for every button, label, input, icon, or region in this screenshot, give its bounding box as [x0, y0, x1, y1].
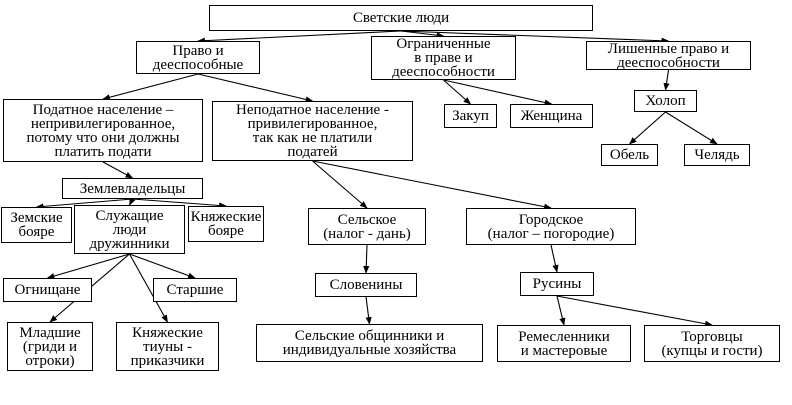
node-obel: Обель	[601, 144, 658, 166]
node-label: Княжеские бояре	[190, 209, 262, 239]
connector-pravo-to-nepodatnoe	[197, 73, 314, 103]
connector-zemlevl-to-sluzhashchie	[129, 197, 136, 206]
node-ogranichennye: Ограниченные в праве и дееспособности	[371, 36, 516, 80]
connector-nepodatnoe-to-selskoe	[312, 160, 368, 209]
connector-pravo-to-podatnoe	[102, 73, 199, 101]
connector-svetskie-to-lishen	[400, 30, 670, 44]
connector-sluzhashchie-to-tiuny	[129, 253, 168, 323]
connector-ogran-to-zakup	[443, 79, 472, 105]
node-label: Городское (налог – погородие)	[487, 211, 615, 242]
node-zhenshchina: Женщина	[510, 104, 593, 128]
node-podatnoe-naselenie: Податное население – непривилегированное…	[3, 99, 203, 162]
node-label: Словенины	[329, 277, 403, 293]
connector-sloveniny-to-obshchinniki	[365, 296, 372, 325]
node-label: Старшие	[166, 282, 224, 298]
connector-podatnoe-to-zemlevl	[102, 161, 134, 179]
node-label: Огнищане	[14, 282, 81, 298]
connector-selskoe-to-sloveniny	[363, 244, 370, 274]
node-label: Торговцы (купцы и гости)	[661, 328, 763, 359]
connector-svetskie-to-pravo	[197, 30, 402, 44]
node-label: Сельские общинники и индивидуальные хозя…	[282, 328, 457, 358]
connector-holop-to-obel	[628, 111, 666, 145]
node-label: Холоп	[645, 93, 686, 109]
connector-zemlevl-to-knyazheskie_boyare	[132, 198, 227, 209]
node-svetskie-lyudi: Светские люди	[209, 5, 593, 31]
node-zakup: Закуп	[444, 104, 497, 128]
node-lishennye: Лишенные право и дееспособности	[586, 41, 751, 70]
node-label: Младшие (гриди и отроки)	[19, 324, 81, 369]
node-label: Закуп	[452, 108, 489, 124]
connector-gorodskoe-to-rusiny	[550, 244, 559, 273]
node-holop: Холоп	[634, 90, 697, 112]
node-gorodskoe: Городское (налог – погородие)	[466, 208, 636, 245]
node-selskie-obshchinniki: Сельские общинники и индивидуальные хозя…	[256, 324, 483, 362]
node-label: Светские люди	[352, 10, 450, 26]
node-knyazheskie-tiuny: Княжеские тиуны - приказчики	[116, 322, 219, 371]
connector-holop-to-chelyad	[665, 111, 718, 145]
node-label: Сельское (налог - дань)	[323, 211, 411, 242]
node-label: Право и дееспособные	[152, 42, 244, 73]
node-label: Служащие люди дружинники	[89, 207, 170, 252]
connector-svetskie-to-ogran	[400, 30, 445, 39]
node-label: Лишенные право и дееспособности	[607, 41, 730, 70]
node-sluzhashchie-druzhinniki: Служащие люди дружинники	[74, 205, 185, 254]
node-label: Податное население – непривилегированное…	[26, 101, 180, 160]
node-label: Женщина	[520, 108, 583, 124]
connector-nepodatnoe-to-gorodskoe	[312, 160, 552, 210]
node-pravo-i-deesposobnye: Право и дееспособные	[136, 41, 260, 74]
connector-rusiny-to-torgovtsy	[556, 295, 713, 327]
node-label: Ограниченные в праве и дееспособности	[392, 36, 495, 80]
connector-rusiny-to-remeslenniki	[556, 295, 566, 326]
node-nepodatnoe-naselenie: Неподатное население - привилегированное…	[212, 101, 413, 161]
node-remeslenniki: Ремесленники и мастеровые	[497, 325, 631, 362]
node-selskoe: Сельское (налог - дань)	[308, 208, 426, 245]
node-label: Княжеские тиуны - приказчики	[130, 324, 205, 369]
node-sloveniny: Словенины	[315, 273, 417, 297]
node-zemskie-boyare: Земские бояре	[1, 207, 72, 243]
node-rusiny: Русины	[520, 272, 594, 296]
node-label: Землевладельцы	[79, 180, 186, 197]
node-ognishchane: Огнищане	[3, 278, 92, 302]
node-label: Ремесленники и мастеровые	[518, 328, 610, 359]
node-starshie: Старшие	[153, 278, 237, 302]
node-label: Неподатное население - привилегированное…	[236, 102, 389, 160]
node-mladshie: Младшие (гриди и отроки)	[7, 322, 93, 371]
node-knyazheskie-boyare: Княжеские бояре	[188, 206, 264, 242]
node-label: Челядь	[694, 147, 740, 163]
connector-zemlevl-to-zemskie	[35, 198, 133, 210]
node-chelyad: Челядь	[684, 144, 750, 166]
connector-lishen-to-holop	[663, 69, 670, 91]
connector-ogran-to-zhenshchina	[443, 79, 553, 106]
connector-sluzhashchie-to-ognishchane	[46, 253, 130, 280]
node-zemlevladeltsy: Землевладельцы	[62, 178, 203, 199]
node-label: Земские бояре	[10, 210, 63, 240]
connector-sluzhashchie-to-starshie	[129, 253, 196, 279]
node-label: Обель	[609, 147, 650, 163]
node-torgovtsy: Торговцы (купцы и гости)	[644, 325, 780, 362]
node-label: Русины	[532, 276, 582, 292]
